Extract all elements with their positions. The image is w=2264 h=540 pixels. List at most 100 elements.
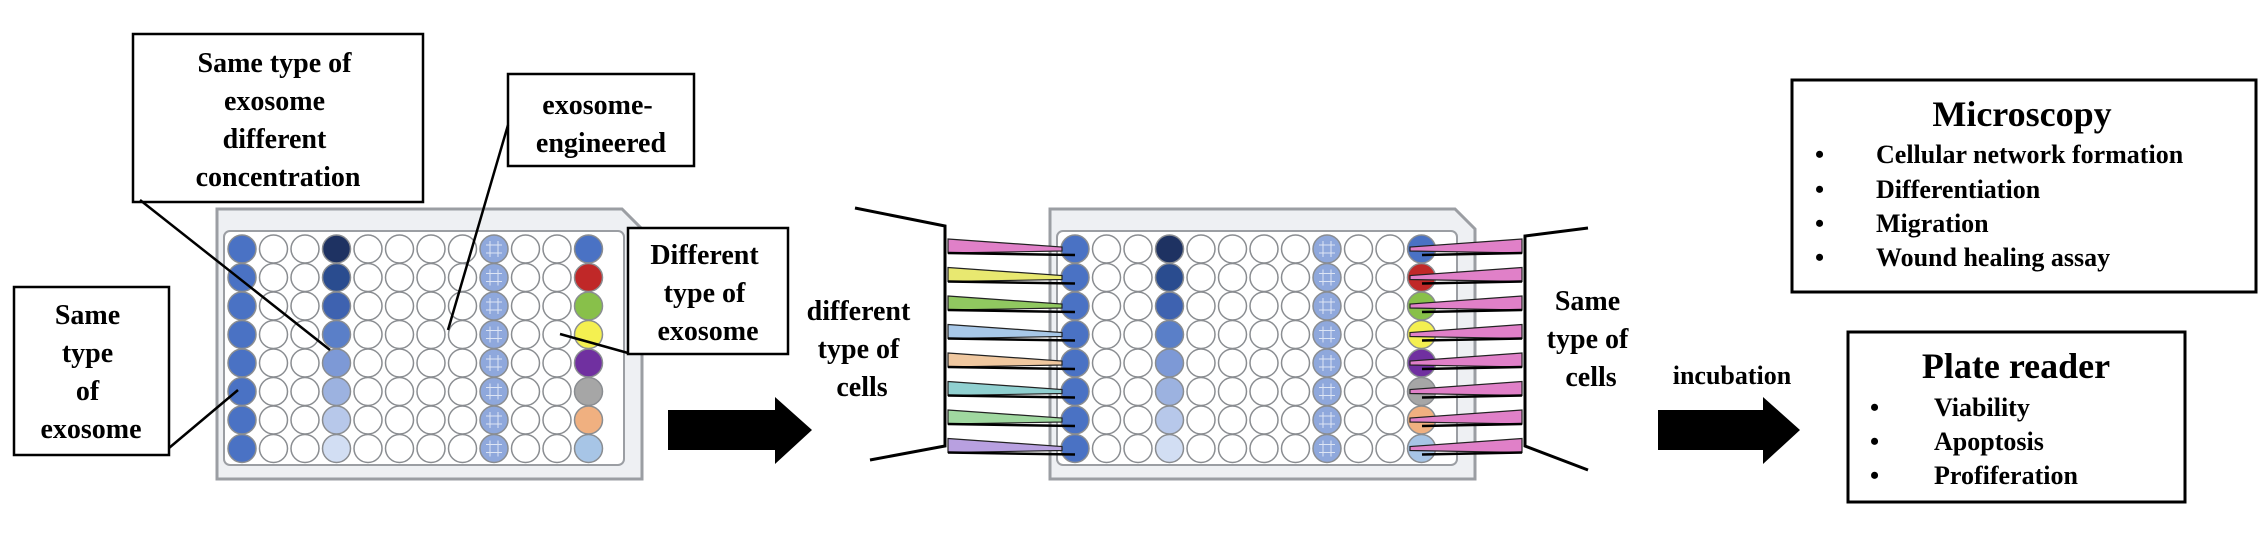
well-r7-c4 <box>1154 405 1185 435</box>
well-r1-c12 <box>573 234 604 264</box>
plate-reader-list: • Viability • Apoptosis • Profiferation <box>1870 393 2078 490</box>
well-r8-c8 <box>1280 433 1311 464</box>
right-bracket <box>1523 226 1589 472</box>
well-r1-c2 <box>1091 234 1122 264</box>
well-r7-c11 <box>1375 405 1405 435</box>
well-r2-c10 <box>510 262 541 293</box>
well-r3-c9 <box>1312 291 1342 321</box>
tip-right-4 <box>1409 323 1523 340</box>
well-r4-c2 <box>1091 319 1122 350</box>
well-r6-c4 <box>1154 376 1185 407</box>
plate-reader-item-2: Apoptosis <box>1934 427 2044 456</box>
well-r2-c6 <box>384 262 415 293</box>
well-r5-c1 <box>227 348 257 378</box>
pipette-tips-same-cells <box>1409 238 1523 456</box>
well-r8-c10 <box>510 433 541 464</box>
well-r6-c3 <box>290 376 320 407</box>
well-r2-c5 <box>353 262 383 293</box>
well-r3-c3 <box>1123 291 1153 321</box>
label-diff-exosome-line-2: type of <box>664 278 746 309</box>
well-r6-c10 <box>1343 376 1374 407</box>
tip-left-line-2 <box>947 280 1076 285</box>
tip-left-6 <box>947 380 1063 397</box>
well-r7-c1 <box>1060 405 1090 435</box>
well-r8-c9 <box>1312 433 1342 464</box>
well-plate-cell-seeding <box>1048 207 1477 481</box>
well-r3-c4 <box>321 291 352 321</box>
well-r7-c3 <box>290 405 320 435</box>
well-r5-c9 <box>1312 348 1342 378</box>
arrow-right-2 <box>1658 397 1800 464</box>
label-concentration-line-3: different <box>223 124 327 155</box>
tip-right-line-6 <box>1421 394 1523 399</box>
tip-right-line-5 <box>1421 365 1523 371</box>
engineered-texture <box>486 269 502 286</box>
tip-right-line-8 <box>1421 451 1523 456</box>
engineered-texture <box>486 383 502 400</box>
well-r1-c5 <box>1186 234 1216 264</box>
plate-reader-bullet-3: • <box>1870 461 1879 490</box>
well-r6-c1 <box>227 376 257 407</box>
well-r1-c7 <box>416 234 446 264</box>
well-r3-c4 <box>1154 291 1185 321</box>
tip-left-line-4 <box>947 337 1076 342</box>
well-r6-c1 <box>1060 376 1090 407</box>
svg-text:Same type of cells: Same type of cells <box>1547 286 1636 393</box>
well-r5-c5 <box>1186 348 1216 378</box>
well-r3-c10 <box>1343 291 1374 321</box>
well-r1-c4 <box>1154 234 1185 264</box>
tip-left-line-1 <box>947 251 1076 257</box>
well-r7-c5 <box>1186 405 1216 435</box>
tip-right-1 <box>1409 238 1523 254</box>
microscopy-list: • Cellular network formation • Different… <box>1815 140 2184 272</box>
well-r3-c10 <box>510 291 541 321</box>
well-r7-c9 <box>1312 405 1342 435</box>
well-r5-c4 <box>321 348 352 378</box>
well-r2-c6 <box>1217 262 1248 293</box>
tip-right-6 <box>1409 380 1523 397</box>
microscopy-bullet-2: • <box>1815 175 1824 204</box>
well-r4-c1 <box>1060 319 1090 350</box>
well-r3-c11 <box>1375 291 1405 321</box>
microscopy-item-2: Differentiation <box>1876 175 2041 204</box>
label-diff-cells-line-1: different <box>807 296 911 327</box>
well-r7-c4 <box>321 405 352 435</box>
well-r4-c1 <box>227 319 257 350</box>
well-r1-c1 <box>1060 234 1090 264</box>
well-r3-c7 <box>1249 291 1279 321</box>
label-same-type-line-1: Same <box>55 300 120 331</box>
well-r6-c11 <box>542 376 572 407</box>
tip-left-line-6 <box>947 394 1076 399</box>
well-r6-c11 <box>1375 376 1405 407</box>
engineered-texture <box>486 412 502 428</box>
well-r6-c7 <box>416 376 446 407</box>
well-r3-c1 <box>227 291 257 321</box>
well-r1-c1 <box>227 234 257 264</box>
well-r7-c10 <box>1343 405 1374 435</box>
well-r6-c5 <box>353 376 383 407</box>
tip-right-line-2 <box>1421 280 1523 285</box>
engineered-texture <box>486 355 502 371</box>
well-r8-c6 <box>1217 433 1248 464</box>
same-type-of-exosome-box <box>12 285 171 457</box>
well-r1-c9 <box>479 234 509 264</box>
tip-left-4 <box>947 323 1063 340</box>
tip-left-line-3 <box>947 308 1076 314</box>
well-r5-c3 <box>290 348 320 378</box>
well-r4-c6 <box>1217 319 1248 350</box>
well-r2-c11 <box>1375 262 1405 293</box>
label-diff-exosome-line-1: Different <box>650 240 759 271</box>
well-r8-c10 <box>1343 433 1374 464</box>
well-r1-c7 <box>1249 234 1279 264</box>
well-r8-c5 <box>1186 433 1216 464</box>
well-r8-c2 <box>258 433 289 464</box>
exosome-engineered-box <box>506 72 696 168</box>
well-r8-c5 <box>353 433 383 464</box>
well-r8-c9 <box>479 433 509 464</box>
tip-right-line-1 <box>1421 251 1523 257</box>
engineered-texture <box>1319 298 1335 314</box>
label-same-type-line-2: type <box>62 338 113 369</box>
tip-right-7 <box>1409 409 1523 425</box>
well-r7-c1 <box>227 405 257 435</box>
